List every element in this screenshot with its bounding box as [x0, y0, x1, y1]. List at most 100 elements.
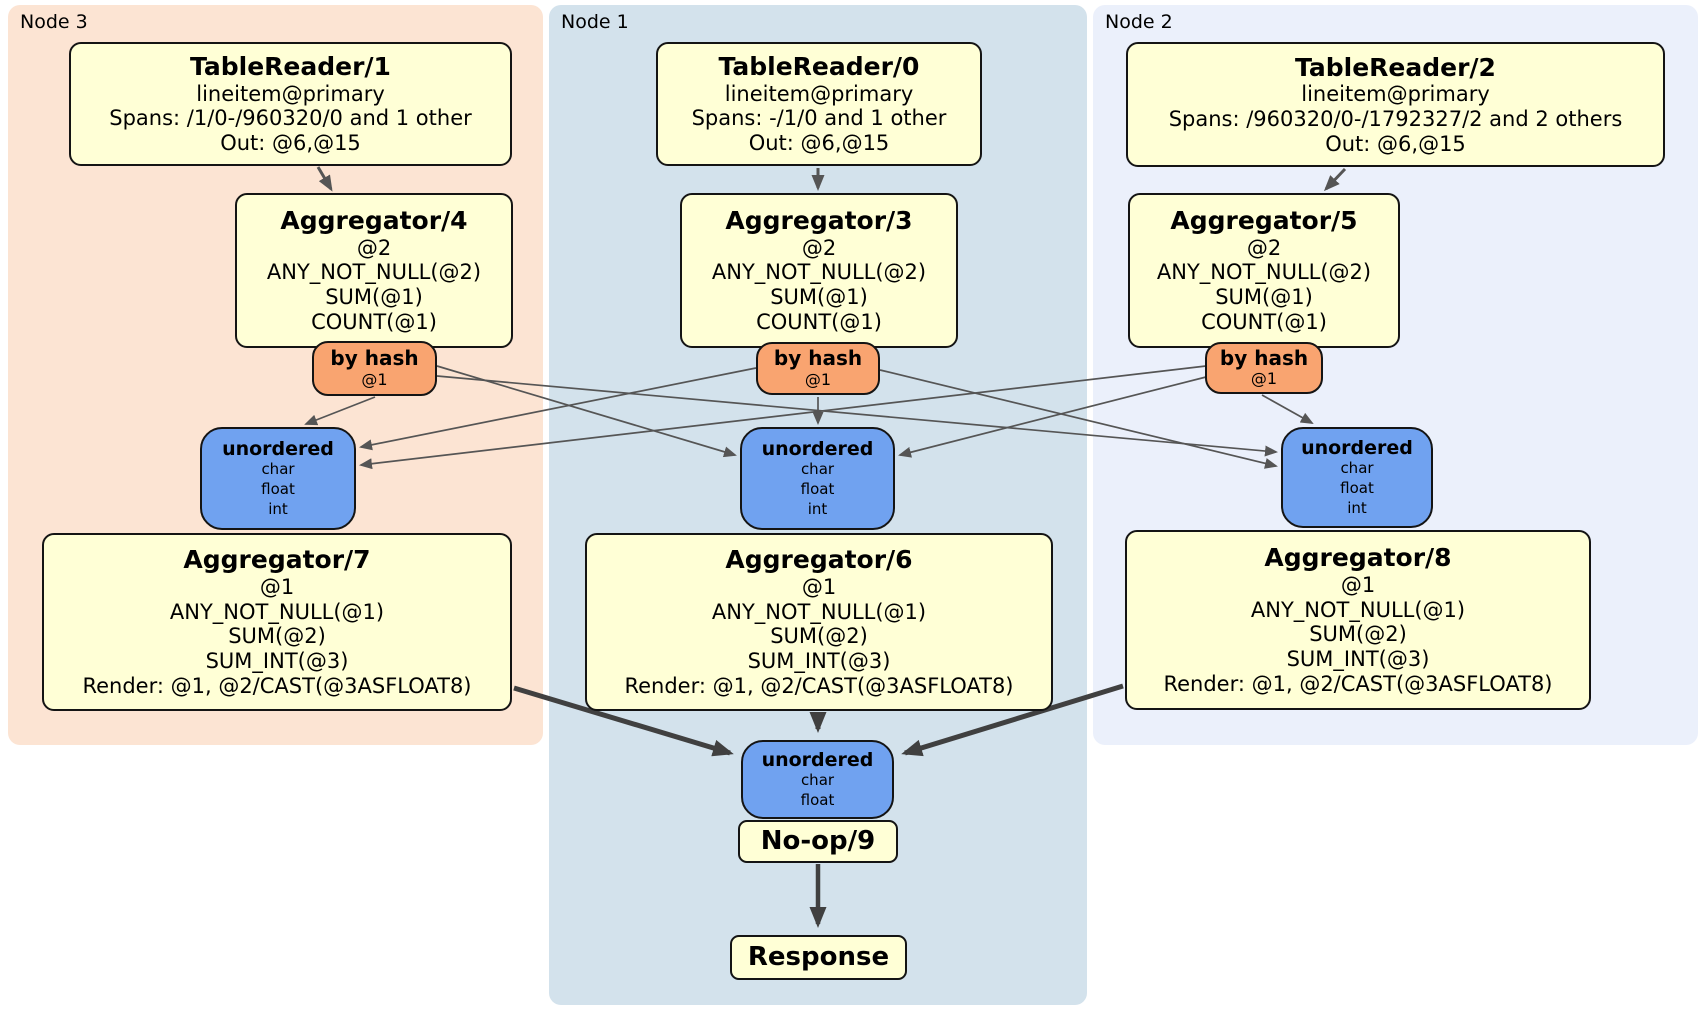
- edge-hash3-to-sync2: [436, 375, 1278, 457]
- hash-router-node2-title: by hash: [1219, 345, 1309, 370]
- hash-router-node1-title: by hash: [773, 346, 863, 371]
- hash-router-node3-key: @1: [361, 369, 388, 389]
- aggregator5-line: COUNT(@1): [1201, 310, 1327, 335]
- sync-node3-item: float: [261, 479, 295, 498]
- aggregator7-box: Aggregator/7 @1 ANY_NOT_NULL(@1) SUM(@2)…: [42, 533, 512, 711]
- edge-hash2-to-sync1: [898, 376, 1207, 458]
- tablereader1-spans: Spans: /1/0-/960320/0 and 1 other: [109, 106, 472, 131]
- sync-node3: unordered char float int: [200, 427, 356, 530]
- sync-node2: unordered char float int: [1281, 427, 1433, 528]
- response-box: Response: [730, 935, 907, 980]
- aggregator6-line: SUM(@2): [770, 624, 868, 649]
- sync-node1-item: int: [807, 499, 828, 518]
- aggregator8-line: Render: @1, @2/CAST(@3ASFLOAT8): [1163, 671, 1553, 696]
- aggregator6-line: @1: [801, 574, 837, 599]
- tablereader0-title: TableReader/0: [718, 52, 920, 82]
- sync-node3-title: unordered: [222, 437, 334, 460]
- edge-hash3-to-sync3: [304, 396, 376, 426]
- sync-node2-title: unordered: [1301, 436, 1413, 459]
- aggregator6-box: Aggregator/6 @1 ANY_NOT_NULL(@1) SUM(@2)…: [585, 533, 1053, 711]
- aggregator7-line: @1: [259, 574, 295, 599]
- tablereader0-spans: Spans: -/1/0 and 1 other: [691, 106, 947, 131]
- hash-router-node3: by hash @1: [312, 341, 437, 396]
- node3-label: Node 3: [20, 11, 88, 33]
- sync-node1: unordered char float int: [740, 427, 895, 530]
- aggregator7-title: Aggregator/7: [183, 545, 371, 575]
- aggregator3-line: SUM(@1): [770, 285, 868, 310]
- sync-node1-item: char: [800, 460, 835, 478]
- aggregator4-line: @2: [356, 235, 392, 260]
- sync-node2-item: int: [1347, 498, 1367, 517]
- tablereader1-title: TableReader/1: [190, 52, 391, 82]
- tablereader2-title: TableReader/2: [1295, 52, 1496, 82]
- aggregator6-line: SUM_INT(@3): [747, 649, 891, 674]
- edge-tablereader1-to-aggregator4: [316, 166, 333, 192]
- aggregator4-line: ANY_NOT_NULL(@2): [266, 260, 482, 285]
- response-title: Response: [747, 942, 890, 973]
- tablereader0-box: TableReader/0 lineitem@primary Spans: -/…: [656, 42, 982, 166]
- node1-label: Node 1: [561, 11, 629, 33]
- edge-hash2-to-sync3: [359, 365, 1207, 470]
- sync-node2-item: float: [1340, 478, 1374, 497]
- aggregator8-line: ANY_NOT_NULL(@1): [1250, 597, 1466, 622]
- aggregator3-title: Aggregator/3: [725, 206, 913, 236]
- aggregator3-line: COUNT(@1): [756, 310, 882, 335]
- sync-node2-item: char: [1340, 459, 1374, 477]
- edge-aggregator8-to-final-sync: [901, 683, 1124, 757]
- aggregator4-title: Aggregator/4: [280, 206, 468, 236]
- aggregator4-line: COUNT(@1): [311, 310, 437, 335]
- aggregator6-title: Aggregator/6: [725, 545, 913, 575]
- aggregator4-line: SUM(@1): [325, 285, 423, 310]
- aggregator7-line: SUM_INT(@3): [205, 649, 349, 674]
- tablereader1-out: Out: @6,@15: [220, 131, 361, 156]
- final-sync-title: unordered: [761, 748, 874, 771]
- hash-router-node1-key: @1: [804, 369, 832, 389]
- node2-label: Node 2: [1105, 11, 1173, 33]
- aggregator5-title: Aggregator/5: [1170, 206, 1358, 236]
- aggregator5-line: @2: [1246, 235, 1282, 260]
- edge-hash1-to-sync3: [359, 367, 757, 451]
- edge-hash2-to-sync2: [1261, 394, 1314, 424]
- aggregator8-line: SUM(@2): [1309, 622, 1407, 647]
- tablereader2-box: TableReader/2 lineitem@primary Spans: /9…: [1126, 42, 1665, 167]
- aggregator8-box: Aggregator/8 @1 ANY_NOT_NULL(@1) SUM(@2)…: [1125, 530, 1591, 710]
- sync-node3-item: int: [268, 499, 288, 518]
- aggregator8-title: Aggregator/8: [1264, 543, 1452, 573]
- aggregator7-line: Render: @1, @2/CAST(@3ASFLOAT8): [82, 673, 472, 698]
- noop-title: No-op/9: [760, 826, 876, 857]
- aggregator7-line: SUM(@2): [228, 624, 326, 649]
- aggregator3-line: ANY_NOT_NULL(@2): [711, 260, 927, 285]
- aggregator5-line: SUM(@1): [1215, 285, 1313, 310]
- tablereader2-out: Out: @6,@15: [1325, 131, 1466, 156]
- sync-node3-item: char: [261, 460, 295, 478]
- noop-box: No-op/9: [738, 820, 898, 863]
- final-sync-item: float: [800, 790, 835, 809]
- aggregator8-line: SUM_INT(@3): [1286, 647, 1430, 672]
- aggregator7-line: ANY_NOT_NULL(@1): [169, 599, 385, 624]
- hash-router-node1: by hash @1: [756, 342, 880, 395]
- aggregator6-line: ANY_NOT_NULL(@1): [711, 599, 927, 624]
- hash-router-node2-key: @1: [1250, 369, 1278, 389]
- tablereader0-out: Out: @6,@15: [748, 131, 890, 156]
- sync-node1-title: unordered: [761, 437, 874, 460]
- tablereader1-index: lineitem@primary: [196, 81, 385, 106]
- tablereader1-box: TableReader/1 lineitem@primary Spans: /1…: [69, 42, 512, 166]
- sync-node1-item: float: [800, 479, 835, 498]
- aggregator5-line: ANY_NOT_NULL(@2): [1156, 260, 1372, 285]
- tablereader2-index: lineitem@primary: [1301, 82, 1490, 107]
- aggregator3-line: @2: [801, 235, 837, 260]
- final-sync: unordered char float: [741, 740, 894, 819]
- final-sync-item: char: [800, 770, 835, 789]
- aggregator6-line: Render: @1, @2/CAST(@3ASFLOAT8): [624, 673, 1014, 698]
- edge-aggregator7-to-final-sync: [513, 685, 734, 757]
- hash-router-node2: by hash @1: [1205, 342, 1323, 394]
- aggregator8-line: @1: [1340, 572, 1376, 597]
- aggregator4-box: Aggregator/4 @2 ANY_NOT_NULL(@2) SUM(@1)…: [235, 193, 513, 348]
- edge-hash1-to-sync2: [879, 369, 1278, 469]
- aggregator3-box: Aggregator/3 @2 ANY_NOT_NULL(@2) SUM(@1)…: [680, 193, 958, 348]
- tablereader0-index: lineitem@primary: [724, 81, 914, 106]
- aggregator5-box: Aggregator/5 @2 ANY_NOT_NULL(@2) SUM(@1)…: [1128, 193, 1400, 348]
- hash-router-node3-title: by hash: [330, 346, 419, 371]
